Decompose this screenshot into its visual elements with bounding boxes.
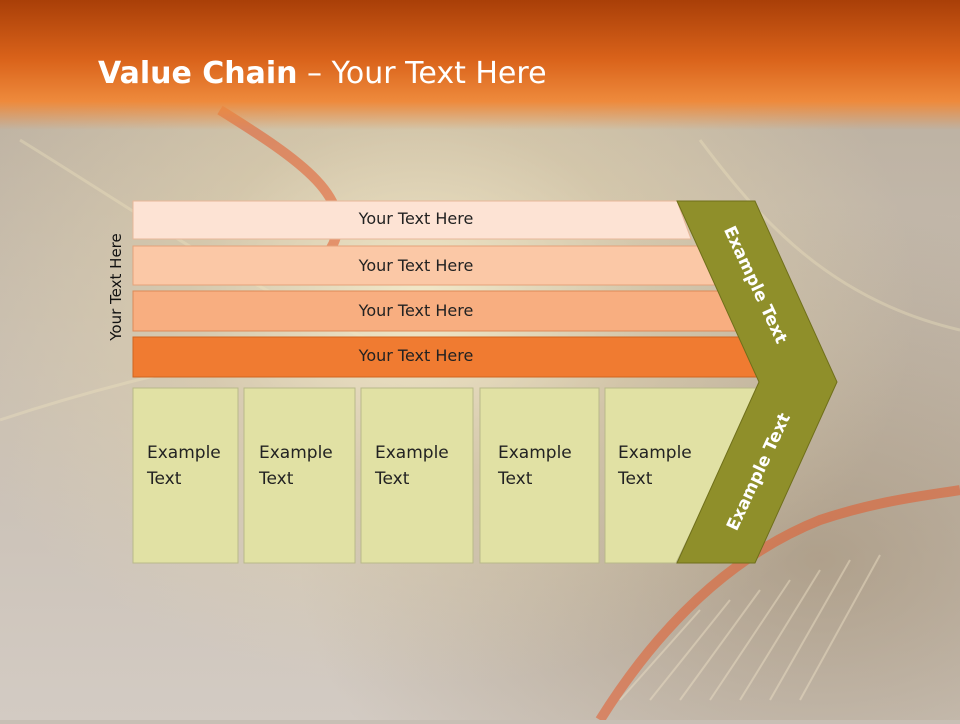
activity-label-5: Example Text bbox=[618, 443, 692, 489]
band-1 bbox=[132, 200, 692, 240]
margin-chevron bbox=[676, 200, 838, 564]
title-bar bbox=[0, 0, 960, 130]
activity-box-3 bbox=[360, 387, 474, 564]
band-label-3: Your Text Here bbox=[358, 301, 474, 320]
activity-label-4: Example Text bbox=[498, 443, 572, 489]
activity-label-1: Example Text bbox=[147, 443, 221, 489]
band-label-2: Your Text Here bbox=[358, 256, 474, 275]
activity-label-3: Example Text bbox=[375, 443, 449, 489]
activity-label-2: Example Text bbox=[259, 443, 333, 489]
activity-box-4 bbox=[479, 387, 600, 564]
activity-box-5 bbox=[604, 387, 762, 564]
side-label: Your Text Here bbox=[107, 233, 125, 341]
band-label-1: Your Text Here bbox=[358, 209, 474, 228]
slide-title: Value Chain – Your Text Here bbox=[98, 52, 547, 96]
title-bold: Value Chain bbox=[98, 56, 298, 91]
diagram-reflection bbox=[0, 565, 960, 720]
title-rest: – Your Text Here bbox=[297, 56, 547, 91]
band-label-4: Your Text Here bbox=[358, 346, 474, 365]
activity-box-1 bbox=[132, 387, 239, 564]
activity-box-2 bbox=[243, 387, 356, 564]
